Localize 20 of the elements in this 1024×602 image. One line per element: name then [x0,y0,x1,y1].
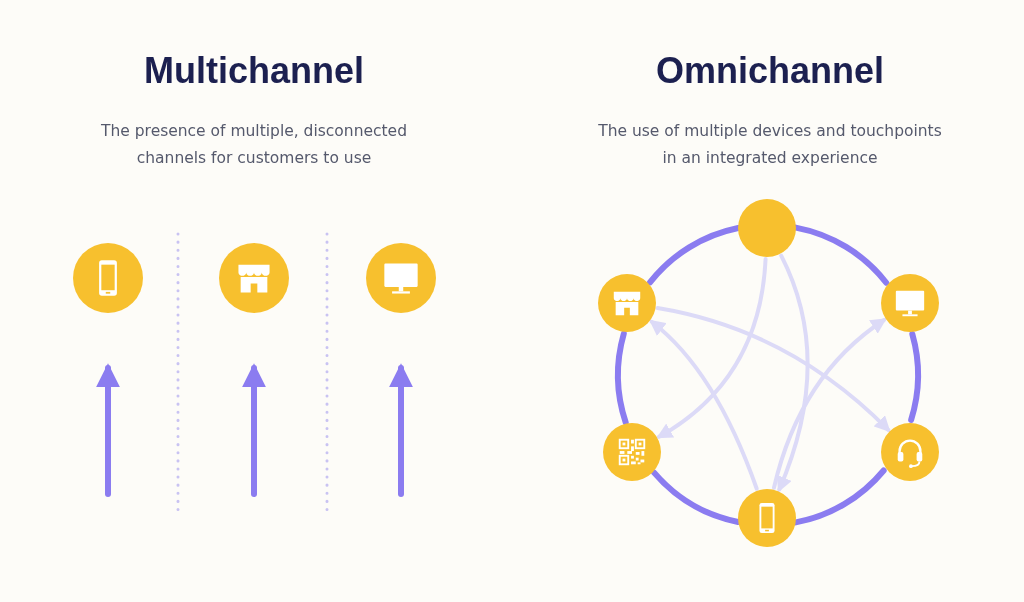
channel-circle [738,199,796,257]
arrow [96,363,120,497]
arrow [655,306,891,433]
arrow [389,363,413,497]
arrow [649,319,759,491]
ring-arc [908,331,921,423]
channel-circle [598,274,656,332]
arrow [242,363,266,497]
arrow [771,318,887,490]
channel-circle [881,423,939,481]
panel-description: The use of multiple devices and touchpoints in an integrated experience [597,121,943,169]
channel-circle [881,274,939,332]
channel-circle [738,489,796,547]
panel-heading: Omnichannel [654,50,885,92]
ring-arc [615,330,629,426]
panel-description: The presence of multiple, disconnected channels for customers to use [100,121,408,169]
channel-circle [603,423,661,481]
arrow [656,256,768,439]
arrow [776,253,810,493]
panel-heading: Multichannel [143,50,365,92]
